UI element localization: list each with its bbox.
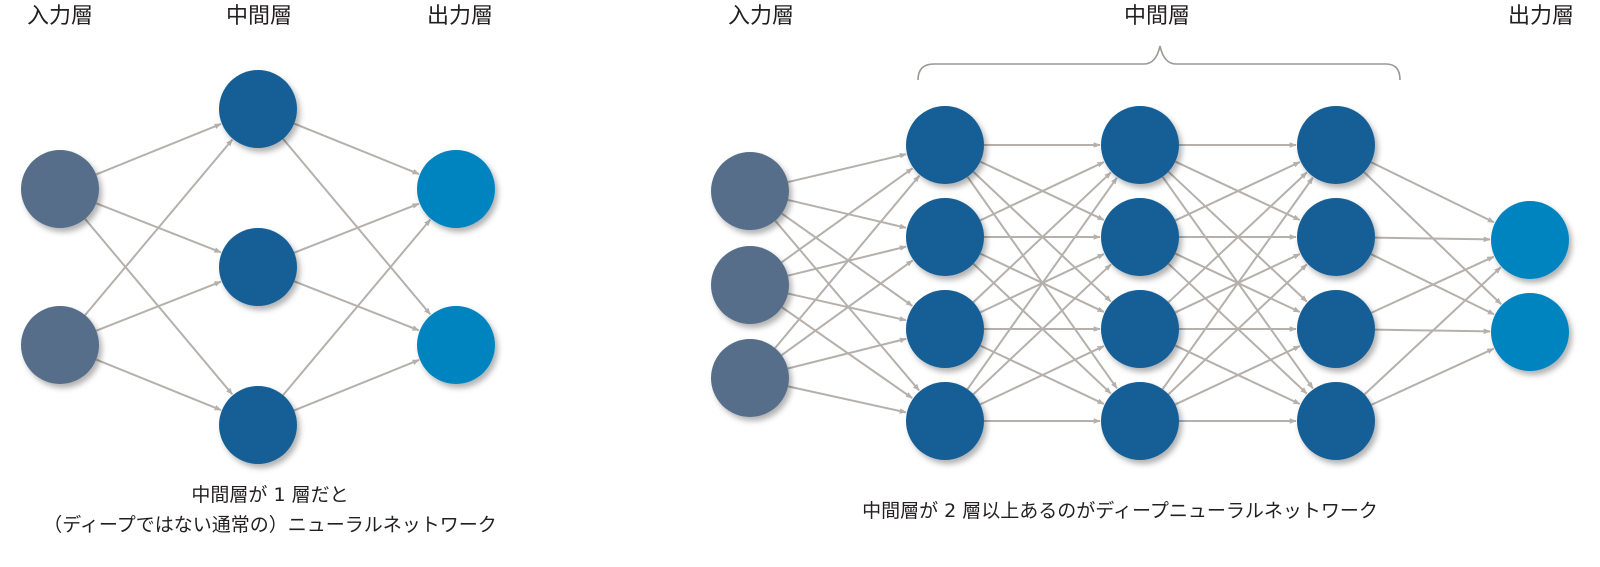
left-caption: 中間層が 1 層だと （ディープではない通常の）ニューラルネットワーク [0, 480, 540, 540]
right-hidden-node-l3-2 [1297, 198, 1375, 276]
right-connection-l0-n2-to-n2 [787, 337, 907, 370]
right-input-node-l0-2 [711, 246, 789, 324]
left-connection-l1-n0-to-n1 [282, 138, 432, 315]
right-connection-l2-n3-to-n1 [1167, 263, 1308, 396]
right-connection-l0-n0-to-n0 [787, 152, 907, 184]
left-connection-l1-n1-to-n1 [293, 280, 420, 332]
left-connection-l1-n0-to-n0 [293, 122, 420, 175]
right-connection-l2-n3-to-n0 [1161, 177, 1314, 390]
right-input-node-l0-1 [711, 152, 789, 230]
right-output-node-l4-2 [1491, 293, 1569, 371]
left-output-node-l2-1 [417, 150, 495, 228]
hidden-layer-brace [917, 45, 1401, 81]
left-connection-l1-n2-to-n1 [293, 359, 420, 412]
left-connection-l0-n1-to-n1 [95, 280, 222, 332]
left-connection-l0-n1-to-n0 [84, 139, 234, 316]
right-input-layer-label: 入力層 [728, 4, 795, 29]
right-connection-l1-n1-to-n0 [979, 161, 1105, 222]
right-connection-l0-n0-to-n2 [781, 212, 913, 307]
right-connection-l2-n2-to-n0 [1167, 171, 1308, 304]
left-output-layer-label: 出力層 [427, 4, 494, 29]
right-connection-l0-n1-to-n0 [781, 167, 914, 264]
right-connection-l1-n3-to-n0 [966, 177, 1118, 390]
right-connection-l1-n2-to-n0 [972, 171, 1112, 303]
right-connection-l0-n0-to-n1 [787, 198, 907, 230]
right-connection-l3-n1-to-n0 [1374, 236, 1491, 243]
right-connection-l3-n3-to-n0 [1363, 266, 1502, 396]
right-connection-l2-n1-to-n0 [1174, 161, 1301, 222]
right-hidden-node-l1-3 [906, 290, 984, 368]
right-connection-l3-n3-to-n1 [1371, 347, 1495, 406]
left-caption-line2: （ディープではない通常の）ニューラルネットワーク [43, 514, 497, 536]
right-hidden-node-l1-2 [906, 198, 984, 276]
right-connection-l1-n3-to-n1 [972, 263, 1112, 395]
right-input-node-l0-3 [711, 339, 789, 417]
left-hidden-node-l1-2 [219, 228, 297, 306]
right-connection-l0-n0-to-n3 [774, 220, 920, 392]
right-connection-l3-n2-to-n0 [1371, 255, 1495, 314]
left-input-layer-label: 入力層 [27, 4, 94, 29]
left-hidden-layer-label: 中間層 [226, 4, 293, 29]
right-hidden-node-l3-3 [1297, 290, 1375, 368]
left-hidden-node-l1-1 [219, 70, 297, 148]
left-connection-l1-n1-to-n0 [293, 202, 420, 254]
right-connection-l0-n2-to-n0 [774, 175, 921, 349]
right-hidden-node-l2-3 [1101, 290, 1179, 368]
left-connection-l1-n2-to-n0 [282, 219, 432, 396]
right-hidden-node-l2-2 [1101, 198, 1179, 276]
right-hidden-node-l2-1 [1101, 106, 1179, 184]
left-input-node-l0-1 [21, 150, 99, 228]
right-connection-l2-n3-to-n2 [1174, 345, 1301, 406]
left-connection-l0-n1-to-n2 [95, 358, 222, 411]
right-connection-l0-n2-to-n3 [787, 385, 907, 414]
left-caption-line1: 中間層が 1 層だと [191, 484, 349, 506]
right-connection-l1-n3-to-n2 [979, 345, 1105, 406]
right-hidden-layer-label: 中間層 [1124, 4, 1191, 29]
right-output-node-l4-1 [1491, 201, 1569, 279]
right-hidden-node-l3-4 [1297, 382, 1375, 460]
right-hidden-node-l1-4 [906, 382, 984, 460]
right-output-layer-label: 出力層 [1508, 4, 1575, 29]
right-hidden-node-l3-1 [1297, 106, 1375, 184]
right-caption: 中間層が 2 層以上あるのがディープニューラルネットワーク [862, 500, 1378, 522]
right-connection-l3-n0-to-n0 [1370, 161, 1495, 224]
left-input-node-l0-2 [21, 306, 99, 384]
left-connection-l0-n0-to-n0 [95, 123, 222, 176]
left-hidden-node-l1-3 [219, 386, 297, 464]
right-connection-l0-n2-to-n1 [781, 259, 914, 356]
right-hidden-node-l2-4 [1101, 382, 1179, 460]
left-output-node-l2-2 [417, 306, 495, 384]
right-hidden-node-l1-1 [906, 106, 984, 184]
